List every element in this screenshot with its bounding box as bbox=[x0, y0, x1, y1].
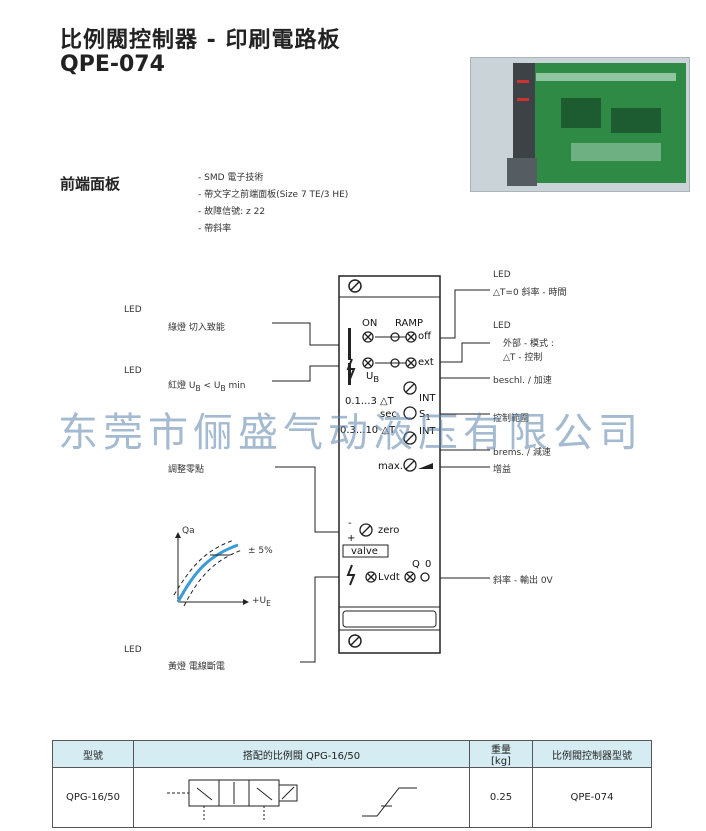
row-model: QPG-16/50 bbox=[52, 767, 134, 828]
table-header-row: 型號 搭配的比例閥 QPG-16/50 重量[kg] 比例閥控制器型號 bbox=[52, 740, 652, 768]
valve-symbol-diagram bbox=[166, 779, 417, 820]
gain-label: 增益 bbox=[493, 465, 512, 475]
yellow-led-desc: 黃燈 電線斷電 bbox=[168, 662, 225, 672]
ramp-output-label: 斜率 - 輸出 0V bbox=[493, 576, 553, 586]
tolerance-label: ± 5% bbox=[248, 546, 273, 556]
zero-label: zero bbox=[378, 525, 400, 536]
front-panel-heading: 前端面板 bbox=[60, 175, 121, 193]
range-label: 控制範圍 bbox=[493, 414, 530, 424]
feature-list: - SMD 電子技術 - 帶文字之前端面板(Size 7 TE/3 HE) - … bbox=[198, 170, 348, 238]
decel-label: brems. / 減速 bbox=[493, 448, 551, 458]
graph-x-label: +UE bbox=[252, 596, 271, 608]
range-short-label: 0.1...3 △T bbox=[345, 396, 394, 407]
ramp-zero-label: △T=0 斜率 - 時間 bbox=[493, 288, 567, 298]
led-label: LED bbox=[124, 305, 142, 315]
q-label: Q bbox=[412, 559, 420, 570]
int-label: INT bbox=[419, 393, 436, 404]
watermark: 东莞市俪盛气动液压有限公司 bbox=[58, 410, 643, 456]
range-long-label: 0.3...10 △T bbox=[340, 425, 396, 436]
column-header-controller: 比例閥控制器型號 bbox=[532, 740, 652, 768]
on-label: ON bbox=[362, 318, 378, 329]
spec-table: 型號 搭配的比例閥 QPG-16/50 重量[kg] 比例閥控制器型號 QPG-… bbox=[52, 740, 652, 828]
led-label: LED bbox=[124, 366, 142, 376]
mode-label: 外部 - 模式 : bbox=[503, 339, 554, 349]
column-header-valve: 搭配的比例閥 QPG-16/50 bbox=[133, 740, 470, 768]
sec-label: sec bbox=[380, 409, 397, 420]
column-header-model: 型號 bbox=[52, 740, 134, 768]
ub-label: UB bbox=[366, 371, 380, 384]
characteristic-graph bbox=[173, 532, 249, 607]
mode-label-2: △T - 控制 bbox=[503, 353, 543, 363]
product-photo bbox=[470, 57, 690, 192]
row-weight: 0.25 bbox=[469, 767, 533, 828]
ext-label: ext bbox=[418, 357, 434, 368]
led-label: LED bbox=[493, 270, 511, 280]
feature-item: - 故障信號: z 22 bbox=[198, 207, 266, 217]
row-valve-symbols bbox=[133, 767, 470, 828]
model-number: QPE-074 bbox=[60, 52, 165, 77]
page-title: 比例閥控制器 - 印刷電路板 bbox=[60, 28, 341, 53]
valve-label: valve bbox=[351, 546, 378, 557]
minus-label: - bbox=[348, 518, 352, 529]
led-label: LED bbox=[124, 645, 142, 655]
row-controller: QPE-074 bbox=[532, 767, 652, 828]
ramp-label: RAMP bbox=[395, 318, 424, 329]
table-row: QPG-16/50 0.25 QPE-074 bbox=[52, 767, 652, 828]
q-zero-label: 0 bbox=[425, 559, 432, 570]
column-header-weight: 重量[kg] bbox=[469, 740, 533, 768]
int-label-2: INT bbox=[419, 426, 436, 437]
front-panel-drawing bbox=[338, 275, 441, 654]
circuit-board-image bbox=[507, 63, 686, 186]
plus-label: + bbox=[347, 533, 356, 544]
max-label: max. bbox=[378, 461, 403, 472]
feature-item: - 帶文字之前端面板(Size 7 TE/3 HE) bbox=[198, 190, 349, 200]
adjust-zero-label: 調整零點 bbox=[168, 465, 205, 475]
feature-item: - SMD 電子技術 bbox=[198, 173, 264, 183]
accel-label: beschl. / 加速 bbox=[493, 376, 552, 386]
off-label: off bbox=[418, 331, 432, 342]
led-label: LED bbox=[493, 321, 511, 331]
lvdt-label: Lvdt bbox=[378, 572, 400, 583]
s1-label: S1 bbox=[419, 409, 431, 422]
graph-y-label: Qa bbox=[182, 526, 195, 536]
feature-item: - 帶斜率 bbox=[198, 224, 232, 234]
green-led-desc: 綠燈 切入致能 bbox=[168, 323, 225, 333]
red-led-desc: 紅燈 UB < UB min bbox=[168, 381, 246, 393]
